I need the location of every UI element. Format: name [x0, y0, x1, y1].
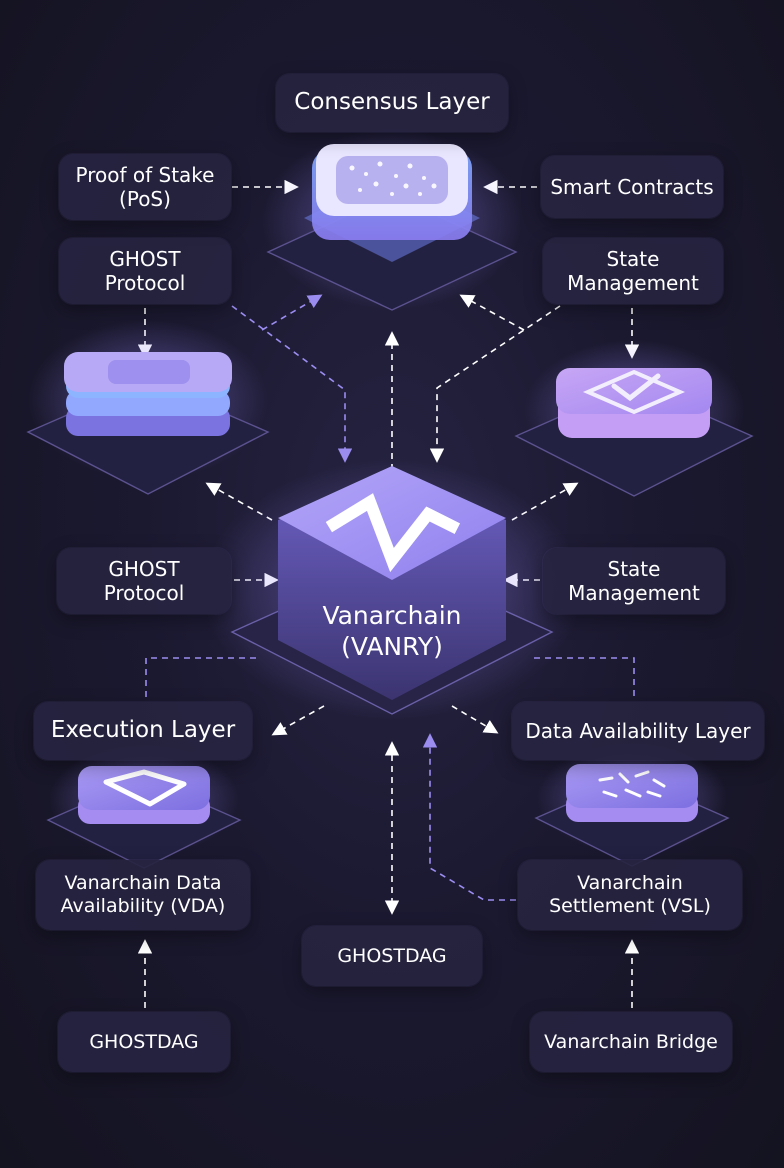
vanarchain-vda-label: Vanarchain Data Availability (VDA): [36, 860, 250, 930]
arrow-stack-to-consensus: [261, 294, 323, 331]
execution-layer-label: Execution Layer: [34, 702, 252, 760]
state-management-label-mid: State Management: [543, 548, 725, 614]
smart-contracts-label: Smart Contracts: [541, 156, 723, 218]
ghost-protocol-label-mid: GHOST Protocol: [57, 548, 231, 614]
ghost-protocol-label-top: GHOST Protocol: [59, 238, 231, 304]
arrow-core-to-data: [451, 705, 499, 734]
proof-of-stake-label: Proof of Stake (PoS): [59, 154, 231, 220]
arrow-core-to-execution: [271, 705, 325, 736]
stacked-layers-icon: [26, 320, 270, 495]
check-shield-icon: [514, 340, 754, 497]
vanar-v-logo-icon: [202, 460, 582, 720]
arrow-settlement-to-core: [422, 733, 516, 901]
state-management-label-top: State Management: [543, 238, 723, 304]
vanarchain-vsl-label: Vanarchain Settlement (VSL): [518, 860, 742, 930]
vanarchain-bridge-label: Vanarchain Bridge: [530, 1012, 732, 1072]
ghostdag-label-center: GHOSTDAG: [302, 926, 482, 986]
consensus-layer-label: Consensus Layer: [276, 74, 508, 132]
connector-core-to-data: [534, 657, 635, 700]
core-vanarchain-label: Vanarchain (VANRY): [322, 601, 462, 662]
arrow-left-to-core: [231, 305, 353, 463]
arrow-right-to-core: [429, 305, 561, 463]
diamond-frame-icon: [46, 745, 242, 869]
ghostdag-label-left: GHOSTDAG: [58, 1012, 230, 1072]
data-blocks-icon: [534, 743, 730, 867]
data-availability-layer-label: Data Availability Layer: [512, 702, 764, 760]
chip-grid-icon: [262, 130, 522, 311]
arrow-shield-to-consensus: [459, 294, 525, 331]
connector-core-to-execution: [145, 657, 256, 700]
